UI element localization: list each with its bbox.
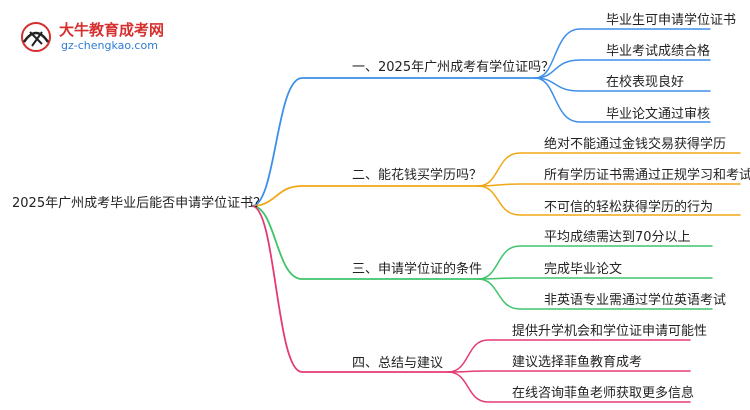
branch-2-connector [251, 185, 479, 207]
logo-url: gz-chengkao.com [61, 39, 158, 52]
site-logo: 大牛教育成考网 gz-chengkao.com [6, 10, 196, 54]
branch-1-title: 一、2025年广州成考有学位证吗？ [352, 60, 555, 75]
logo-emblem-icon [21, 22, 51, 52]
branch-3-leaf-1: 平均成绩需达到70分以上 [544, 230, 691, 245]
branch-1-leaf-3: 在校表现良好 [606, 75, 685, 90]
branch-1-leaf-1: 毕业生可申请学位证书 [606, 13, 737, 28]
logo-title: 大牛教育成考网 [59, 21, 165, 39]
branch-1-leaf-4: 毕业论文通过审核 [606, 107, 711, 122]
branch-1-leaf-2: 毕业考试成绩合格 [606, 44, 711, 59]
branch-1-leaf-4-connector [534, 77, 711, 123]
branch-4-leaf-3: 在线咨询菲鱼老师获取更多信息 [512, 386, 695, 401]
branch-3-connector [251, 205, 479, 280]
branch-3-title: 三、申请学位证的条件 [352, 262, 483, 277]
branch-4-leaf-1: 提供升学机会和学位证申请可能性 [512, 324, 708, 339]
branch-2-leaf-1: 绝对不能通过金钱交易获得学历 [544, 137, 727, 152]
branch-3-leaf-1-connector [477, 245, 713, 280]
branch-1-leaf-3-connector [534, 77, 711, 92]
root-topic: 2025年广州成考毕业后能否申请学位证书？ [12, 196, 267, 211]
branch-1-leaf-2-connector [534, 59, 711, 79]
branch-4-leaf-2-connector [447, 370, 691, 373]
branch-4-leaf-1-connector [447, 339, 691, 373]
branch-2-leaf-1-connector [477, 152, 741, 187]
branch-2-title: 二、能花钱买学历吗？ [352, 168, 483, 183]
branch-2-leaf-3-connector [477, 185, 741, 216]
branch-3-leaf-2-connector [477, 277, 713, 280]
branch-4-connector [251, 205, 449, 373]
branch-2-leaf-2-connector [477, 183, 741, 187]
branch-3-leaf-2: 完成毕业论文 [544, 262, 623, 277]
branch-1-leaf-1-connector [534, 28, 711, 79]
branch-2-leaf-3: 不可信的轻松获得学历的行为 [544, 200, 714, 215]
branch-2-leaf-2: 所有学历证书需通过正规学习和考试 [544, 168, 750, 183]
branch-1-connector [251, 77, 536, 207]
branch-3-leaf-3: 非英语专业需通过学位英语考试 [544, 293, 727, 308]
branch-4-leaf-2: 建议选择菲鱼教育成考 [512, 355, 643, 370]
branch-4-leaf-3-connector [447, 371, 691, 403]
branch-4-title: 四、总结与建议 [352, 356, 444, 371]
branch-3-leaf-3-connector [477, 278, 713, 310]
